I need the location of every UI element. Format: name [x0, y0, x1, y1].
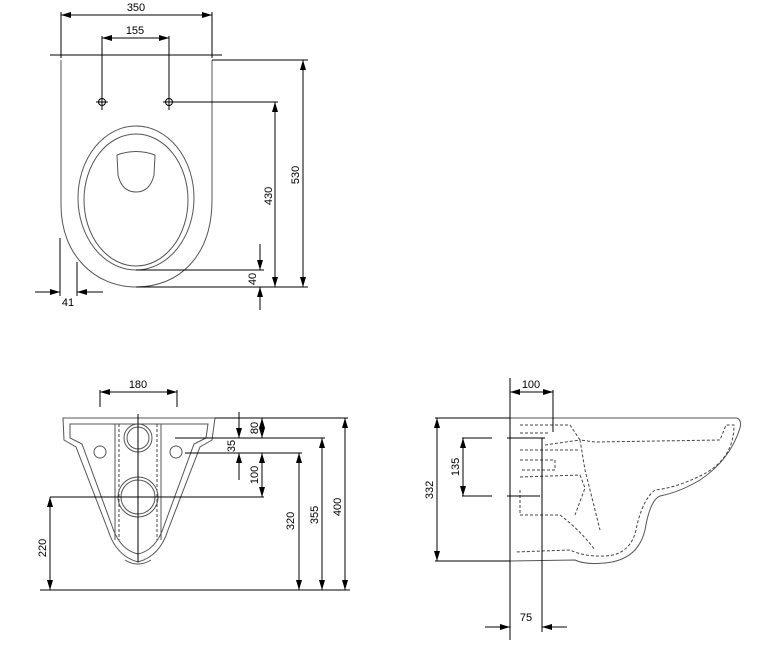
dim-320: 320 — [285, 512, 297, 530]
dim-430: 430 — [263, 187, 275, 205]
dim-350: 350 — [127, 2, 145, 14]
dim-180: 180 — [129, 379, 147, 391]
mounting-holes — [96, 98, 175, 106]
bolt-hole-left — [93, 445, 107, 459]
seat-outer — [77, 125, 195, 271]
dim-41: 41 — [62, 297, 74, 309]
dim-135: 135 — [450, 458, 462, 476]
dim-400: 400 — [332, 498, 344, 516]
dim-530: 530 — [290, 166, 302, 184]
bolt-hole-right — [169, 445, 183, 459]
seat-lid-hinge — [116, 151, 156, 193]
dim-100-side: 100 — [522, 379, 540, 391]
dim-355: 355 — [309, 506, 321, 524]
dim-75: 75 — [520, 612, 532, 624]
side-outline — [509, 417, 742, 565]
front-outline — [62, 417, 216, 563]
seat-inner — [83, 133, 189, 267]
dim-220: 220 — [37, 539, 49, 557]
bowl-outline — [60, 60, 213, 288]
dim-332: 332 — [424, 481, 436, 499]
dim-155: 155 — [126, 25, 144, 37]
side-view: 100 332 135 75 — [424, 378, 742, 640]
dim-100: 100 — [249, 466, 261, 484]
dim-80: 80 — [249, 422, 261, 434]
dim-40: 40 — [247, 273, 259, 285]
dim-35: 35 — [226, 440, 238, 452]
front-view: 180 80 35 100 220 320 355 400 — [37, 379, 350, 591]
top-view: 350 155 430 530 40 41 — [35, 2, 308, 310]
